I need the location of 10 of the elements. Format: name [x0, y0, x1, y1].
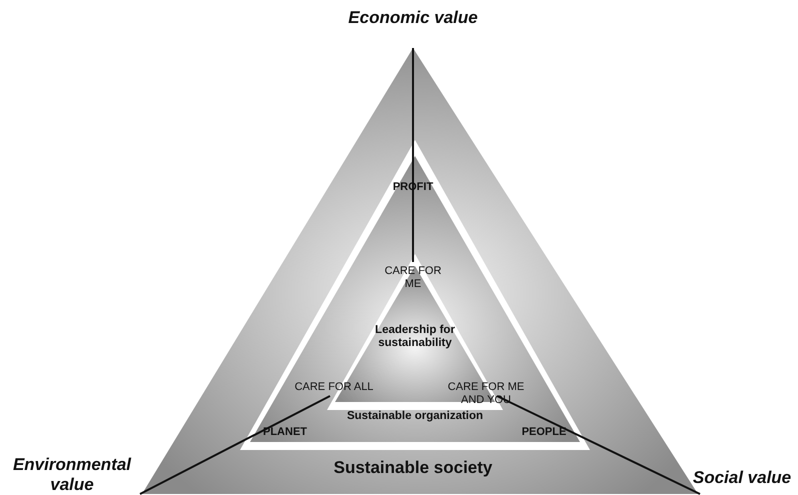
band-title: Sustainable organization	[346, 410, 484, 424]
pillar-label: PLANET	[263, 426, 307, 439]
center-title: Leadership for sustainability	[374, 324, 456, 350]
axis-label: Economic value	[348, 8, 478, 28]
care-label: CARE FOR ME	[384, 265, 442, 290]
band-title: Sustainable society	[334, 458, 492, 478]
axis-label: Social value	[692, 468, 792, 488]
axis-label: Environmental value	[12, 455, 132, 494]
pillar-label: PEOPLE	[522, 426, 566, 439]
care-label: CARE FOR ALL	[294, 381, 374, 394]
